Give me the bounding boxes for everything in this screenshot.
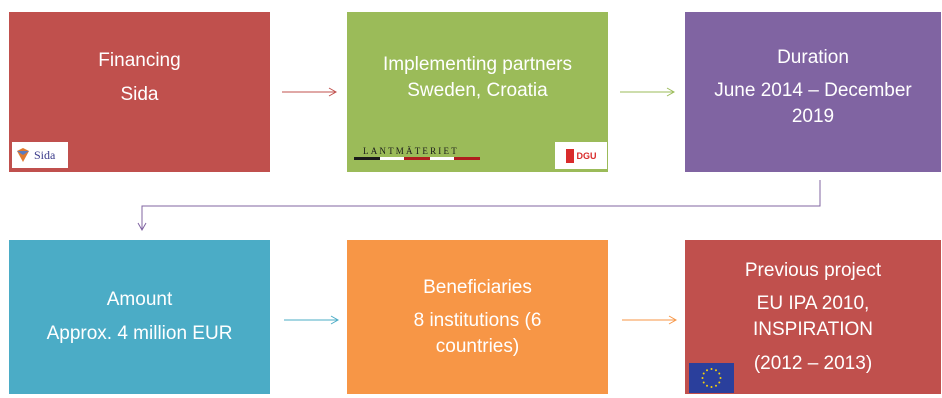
amount-title: Amount — [106, 289, 173, 311]
beneficiaries-title: Beneficiaries — [423, 276, 532, 298]
dgu-logo-text: DGU — [576, 150, 597, 161]
financing-body-line: Sida — [120, 84, 159, 105]
dgu-mark-icon — [565, 148, 574, 163]
sida-logo-text: Sida — [34, 147, 56, 162]
duration-title: Duration — [777, 46, 849, 68]
partners-title: Implementing partners — [382, 54, 573, 76]
beneficiaries-body-line-1: 8 institutions (6 — [413, 310, 542, 332]
arrow-beneficiaries-to-previous — [622, 315, 678, 325]
beneficiaries-box: Beneficiaries 8 institutions (6 countrie… — [347, 240, 608, 394]
financing-box: Financing Sida — [9, 12, 270, 172]
duration-box: Duration June 2014 – December 2019 — [685, 12, 941, 172]
amount-box: Amount Approx. 4 million EUR — [9, 240, 270, 394]
previous-body-line-3: (2012 – 2013) — [753, 352, 873, 374]
beneficiaries-body-line-2: countries) — [435, 335, 520, 357]
dgu-logo: DGU — [555, 142, 607, 169]
sida-logo: Sida — [12, 142, 68, 168]
arrow-financing-to-partners — [282, 87, 338, 97]
lantmateriet-logo: LANTMÄTERIET — [352, 146, 482, 164]
arrow-duration-to-amount — [137, 180, 821, 232]
amount-body-line: Approx. 4 million EUR — [46, 323, 233, 344]
duration-body-line-1: June 2014 – December — [714, 80, 912, 102]
duration-body-line-2: 2019 — [791, 105, 835, 127]
partners-body-line: Sweden, Croatia — [407, 80, 548, 101]
arrow-amount-to-beneficiaries — [284, 315, 340, 325]
previous-body-line-2: INSPIRATION — [752, 319, 873, 340]
previous-title: Previous project — [744, 259, 882, 281]
previous-body-line-1: EU IPA 2010, — [756, 293, 870, 315]
financing-title: Financing — [98, 50, 181, 72]
eu-flag-icon — [689, 363, 734, 393]
arrow-partners-to-duration — [620, 87, 676, 97]
lantmateriet-logo-text: LANTMÄTERIET — [363, 146, 459, 156]
partners-box: Implementing partners Sweden, Croatia — [347, 12, 608, 172]
